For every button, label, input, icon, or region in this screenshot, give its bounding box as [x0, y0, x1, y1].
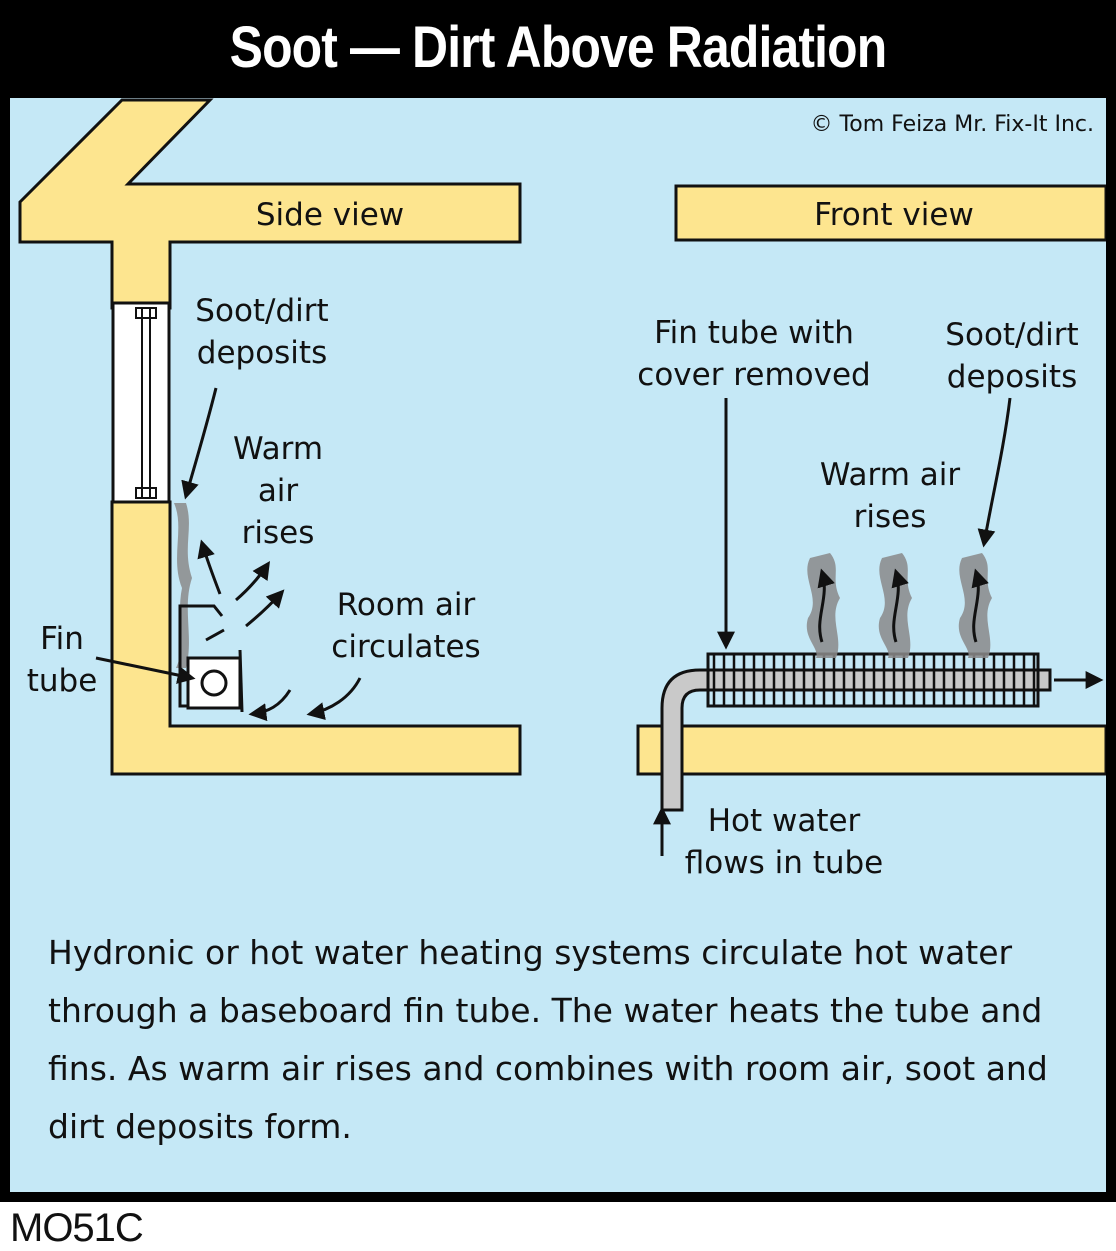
leader-arrows [181, 387, 1012, 650]
fin-tube-label: Fin tube [26, 621, 98, 699]
side-view-label: Side view [255, 197, 405, 233]
front-soot-label: Soot/dirt deposits [945, 317, 1079, 395]
front-warm-air-label: Warm air rises [819, 457, 961, 535]
baseboard-side [178, 604, 244, 713]
copyright: © Tom Feiza Mr. Fix-It Inc. [810, 112, 1094, 137]
side-soot-label: Soot/dirt deposits [195, 293, 329, 371]
page-title: Soot — Dirt Above Radiation [229, 15, 888, 80]
roof-eave [18, 98, 522, 310]
side-view-structure [18, 98, 522, 776]
side-soot-deposit [174, 503, 192, 668]
caption: Hydronic or hot water heating systems ci… [48, 933, 1048, 1146]
fin-tube-pointer [95, 656, 196, 684]
hot-water-label: Hot water flows in tube [684, 803, 884, 881]
side-warm-air-label: Warm air rises [232, 431, 324, 551]
side-warm-air-arrows [197, 539, 362, 722]
window-frame [135, 307, 157, 499]
fins [712, 654, 1036, 706]
diagram-panel: © Tom Feiza Mr. Fix-It Inc. Side view Fr… [10, 98, 1106, 1192]
room-air-label: Room air circulates [331, 587, 481, 665]
front-view-label: Front view [814, 197, 974, 233]
fin-tube-cover-label: Fin tube with cover removed [637, 315, 871, 393]
front-warm-air-arrows [817, 568, 989, 643]
figure-code: MO51C [10, 1206, 144, 1250]
front-soot-plumes [806, 553, 992, 658]
diagram-drawing [18, 98, 1106, 856]
front-view-structure [636, 184, 1106, 776]
wall-and-floor [110, 500, 522, 776]
